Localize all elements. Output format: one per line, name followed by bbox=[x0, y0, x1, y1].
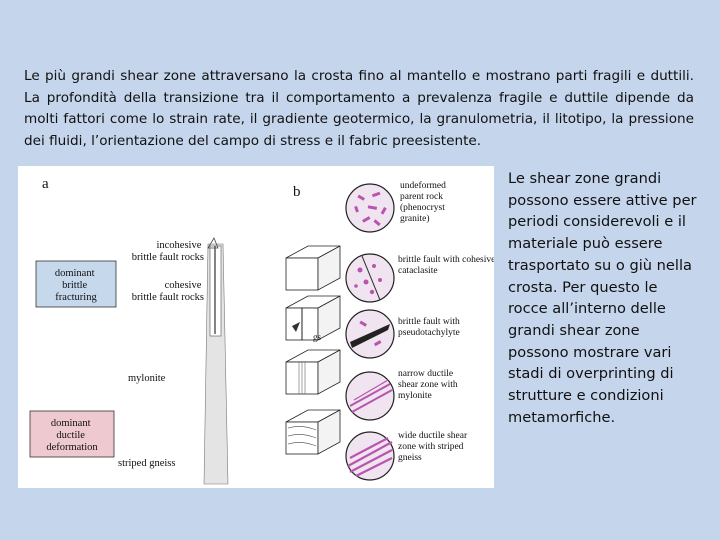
rock-label-3: brittle fault with pseudotachylyte bbox=[398, 316, 462, 338]
side-paragraph: Le shear zone grandi possono essere atti… bbox=[508, 168, 698, 428]
rock-label-2: brittle fault with cohesive cataclasite bbox=[398, 254, 494, 276]
shear-zone-figure: a b dominant brittle fracturing dominant… bbox=[18, 166, 494, 488]
label-mylonite: mylonite bbox=[128, 373, 166, 384]
rock-circle-3 bbox=[346, 310, 394, 358]
rock-circle-2 bbox=[346, 254, 394, 302]
rock-block-3 bbox=[286, 350, 340, 394]
label-gs: gs bbox=[313, 332, 322, 342]
panel-a-letter: a bbox=[42, 176, 49, 192]
shear-zone-diagram: a b dominant brittle fracturing dominant… bbox=[18, 166, 494, 488]
rock-circle-4 bbox=[346, 372, 394, 420]
rock-block-4 bbox=[286, 410, 340, 454]
panel-b-letter: b bbox=[293, 184, 301, 200]
label-cohesive: cohesive brittle fault rocks bbox=[132, 280, 204, 303]
label-striped-gneiss: striped gneiss bbox=[118, 458, 175, 469]
rock-label-1: undeformed parent rock (phenocryst grani… bbox=[400, 180, 448, 224]
label-incohesive: incohesive brittle fault rocks bbox=[132, 240, 204, 263]
rock-block-1 bbox=[286, 246, 340, 290]
rock-label-5: wide ductile shear zone with striped gne… bbox=[398, 431, 470, 463]
intro-paragraph: Le più grandi shear zone attraversano la… bbox=[24, 66, 694, 152]
rock-circle-1 bbox=[346, 184, 394, 232]
rock-circle-5 bbox=[346, 432, 394, 480]
rock-label-4: narrow ductile shear zone with mylonite bbox=[398, 369, 460, 401]
